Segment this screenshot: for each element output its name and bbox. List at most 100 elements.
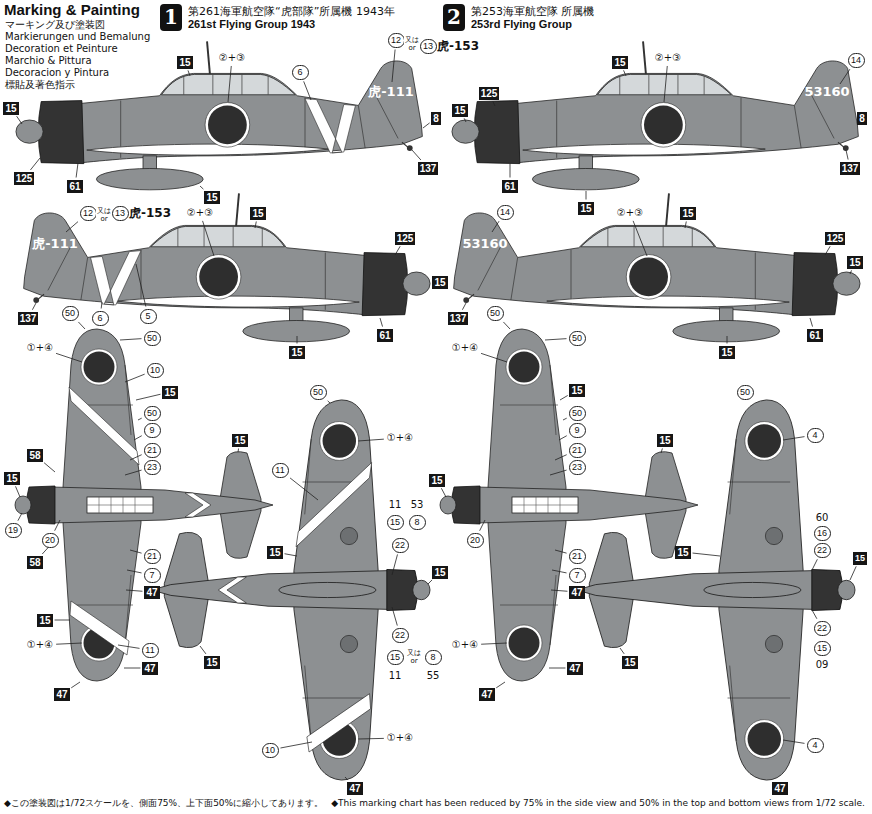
callout-number: 15 — [4, 472, 19, 485]
aircraft-code: 虎-153 — [437, 39, 479, 53]
callout-number: 61 — [807, 329, 822, 342]
callout-number: 15 — [578, 202, 593, 215]
callout-number: 15 — [267, 546, 282, 559]
leader-line — [810, 318, 813, 327]
callout-number: 15 — [853, 552, 867, 565]
leader-line — [783, 740, 805, 743]
leader-line — [280, 742, 312, 748]
callout-number: 47 — [144, 586, 159, 599]
callout-number: 47 — [569, 586, 584, 599]
callout-number: 15 — [432, 566, 447, 579]
callout-number: 47 — [567, 662, 582, 675]
leader-line — [124, 668, 140, 669]
leader-line — [126, 590, 142, 591]
leader-line — [412, 150, 421, 160]
callout-number: ②+③ — [654, 52, 682, 64]
leader-line — [78, 322, 85, 329]
leader-line — [552, 570, 567, 573]
callout-number: 61 — [377, 329, 392, 342]
leader-line — [392, 607, 397, 626]
callout-number: 11 — [388, 499, 403, 511]
callout-number: 19 — [5, 523, 22, 538]
aircraft-code: 53160 — [462, 236, 507, 252]
alternative-note: 又は or — [406, 649, 422, 665]
leader-line — [586, 191, 587, 200]
callout-number: 47 — [772, 782, 787, 795]
drop-tank — [704, 527, 801, 652]
top-view — [15, 329, 273, 681]
side-view — [454, 193, 860, 341]
leader-line — [101, 302, 103, 309]
leader-line — [850, 566, 856, 580]
badge-number: 2 — [443, 4, 465, 31]
leader-line — [30, 158, 40, 170]
leader-line — [32, 303, 36, 310]
leader-line — [620, 648, 624, 654]
leader-line — [510, 163, 511, 178]
leader-line — [560, 395, 568, 400]
leader-line — [840, 69, 850, 84]
drop-tank — [279, 527, 376, 652]
callout-number: 13 — [112, 206, 129, 221]
callout-number: 15 — [162, 386, 177, 399]
scheme-badge: 1第261海軍航空隊“虎部隊”所属機 1943年261st Flying Gro… — [160, 4, 395, 31]
callout-number: ①+④ — [451, 342, 479, 354]
leader-line — [238, 448, 240, 452]
callout-number: 23 — [144, 460, 161, 475]
callout-number: 15 — [429, 474, 444, 487]
bottom-view — [151, 400, 430, 780]
leader-line — [727, 336, 728, 344]
callout-number: 137 — [18, 312, 39, 325]
leader-line — [136, 394, 160, 400]
leader-line — [255, 221, 256, 228]
callout-number: ①+④ — [386, 432, 414, 444]
leader-line — [297, 336, 298, 344]
callout-number: 15 — [3, 102, 18, 115]
leader-line — [55, 520, 60, 531]
callout-number: 50 — [737, 385, 754, 400]
scheme-title-ja: 第261海軍航空隊“虎部隊”所属機 1943年 — [188, 5, 395, 18]
aircraft-code: 53160 — [804, 84, 849, 100]
white-band — [218, 463, 371, 752]
leader-line — [66, 222, 78, 232]
leader-line — [358, 439, 384, 441]
callout-number: 8 — [857, 112, 867, 125]
scheme-title-ja: 第253海軍航空隊 所属機 — [471, 5, 595, 18]
leader-line — [76, 163, 78, 178]
scheme-heading: 第261海軍航空隊“虎部隊”所属機 1943年261st Flying Grou… — [188, 4, 395, 31]
callout-number: 9 — [569, 423, 586, 438]
bottom-view — [576, 400, 855, 780]
chart-title: Marking & Painting — [4, 1, 140, 18]
callout-number: 15 — [232, 434, 247, 447]
leader-line — [16, 486, 20, 497]
leader-line — [380, 318, 383, 327]
leader-line — [846, 150, 848, 160]
footnote: ◆This marking chart has been reduced by … — [331, 798, 865, 809]
callout-number: 10 — [262, 743, 279, 758]
callout-number: 50 — [144, 406, 161, 421]
canopy — [87, 497, 153, 513]
callout-number: 53 — [410, 499, 425, 511]
callout-number: 50 — [62, 306, 79, 321]
leader-line — [503, 322, 510, 329]
callout-number: 11 — [388, 670, 403, 682]
leader-line — [685, 221, 686, 228]
callout-number: 60 — [815, 512, 830, 524]
callout-number: ①+④ — [26, 342, 54, 354]
leader-line — [664, 66, 667, 102]
leader-line — [127, 570, 142, 573]
aircraft-code: 虎-111 — [368, 84, 414, 100]
callout-number: 7 — [144, 568, 161, 583]
callout-number: 125 — [825, 232, 846, 245]
callout-number: 8 — [409, 515, 426, 530]
callout-number: 20 — [42, 533, 59, 548]
side-view — [24, 193, 430, 341]
callout-number: 22 — [392, 628, 409, 643]
callout-number: 50 — [569, 406, 586, 421]
header-text: Marchio & Pittura — [5, 55, 92, 67]
leader-line — [693, 553, 720, 556]
scheme-badge: 2第253海軍航空隊 所属機253rd Flying Group — [443, 4, 595, 31]
leader-line — [481, 643, 507, 644]
callout-number: 15 — [250, 207, 265, 220]
